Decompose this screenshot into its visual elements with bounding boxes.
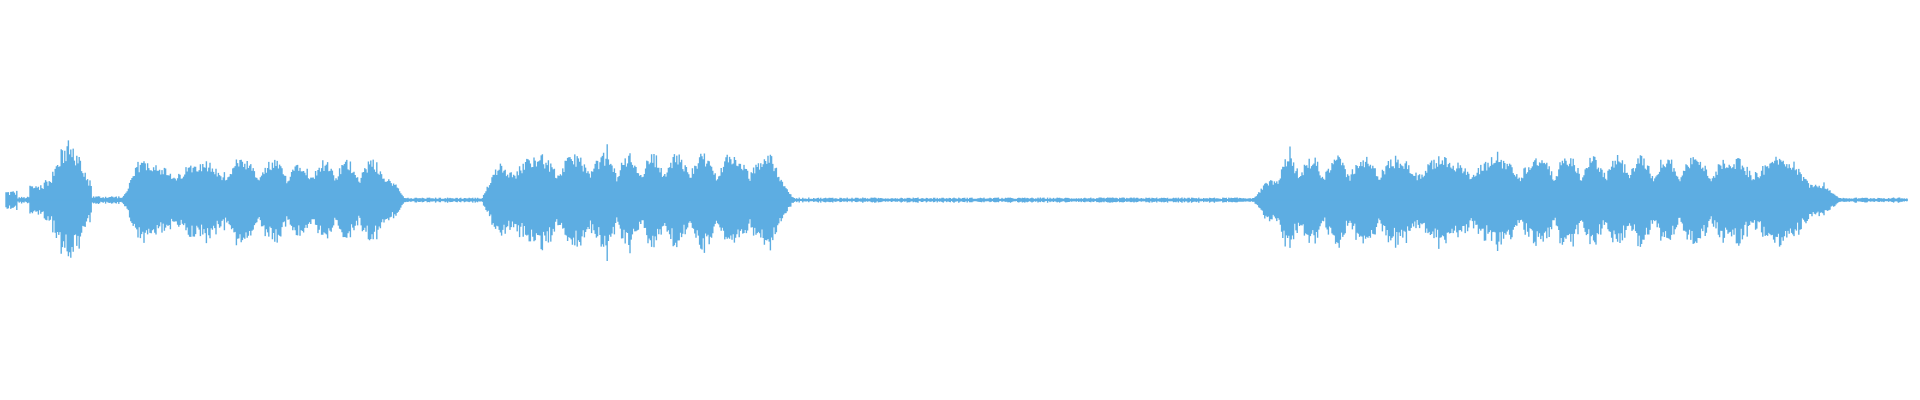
waveform-bars <box>5 140 1908 261</box>
